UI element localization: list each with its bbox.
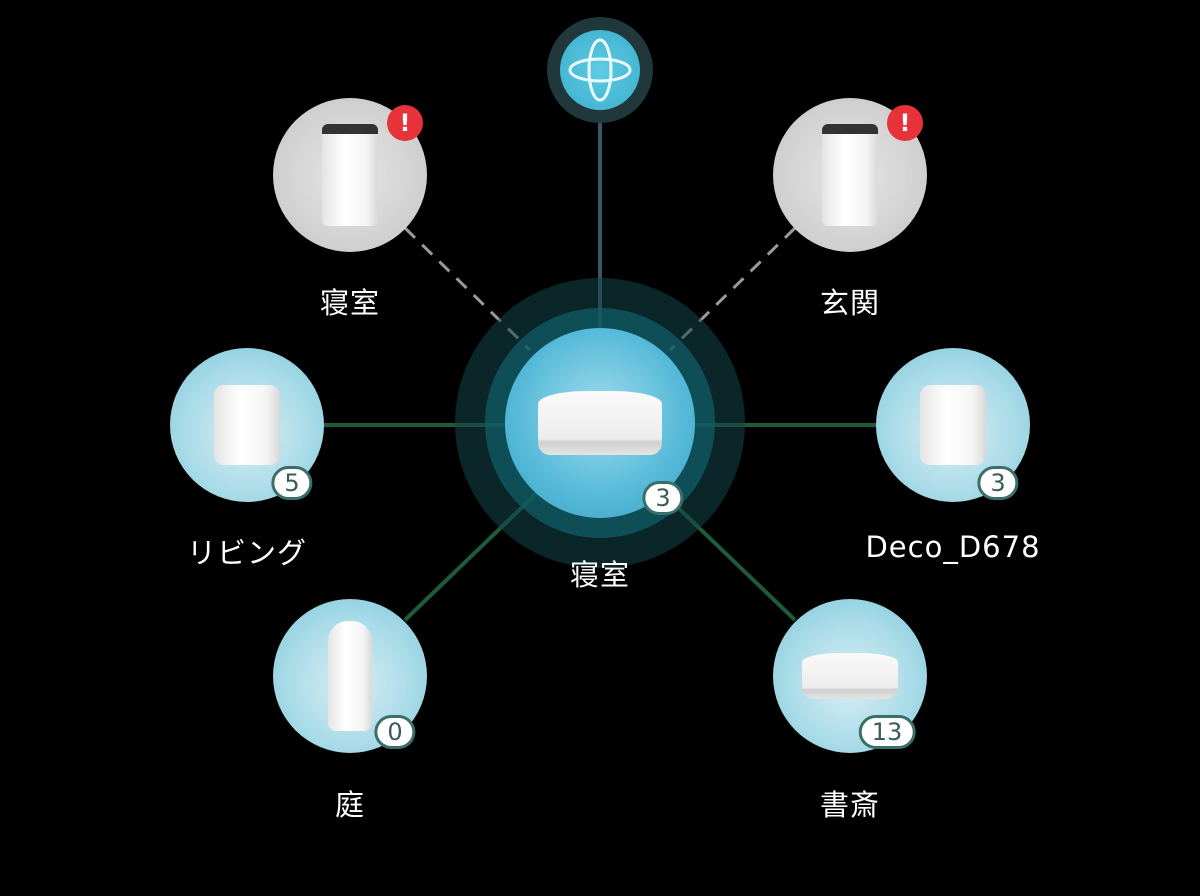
client-count-badge: 13 <box>858 715 916 749</box>
main-client-count: 3 <box>642 481 684 515</box>
main-node[interactable] <box>505 328 695 518</box>
satellite-label: 寝室 <box>319 286 381 320</box>
satellite-label: リビング <box>186 536 308 570</box>
client-count-badge: 5 <box>271 466 313 500</box>
tower-router-image <box>322 124 378 226</box>
satellite-label: 庭 <box>334 788 366 822</box>
client-count-badge: 3 <box>977 466 1019 500</box>
cylinder-router-image <box>328 621 372 731</box>
satellite-label: 書斎 <box>819 788 881 822</box>
globe-icon <box>560 30 640 110</box>
alert-icon: ! <box>887 105 923 141</box>
cube-router-image <box>920 385 986 465</box>
internet-node[interactable] <box>547 17 653 123</box>
satellite-label: Deco_D678 <box>865 530 1041 564</box>
alert-icon: ! <box>387 105 423 141</box>
router-puck-image <box>802 653 898 699</box>
tower-router-image <box>822 124 878 226</box>
main-node-label: 寝室 <box>569 558 631 592</box>
router-puck-image <box>538 391 662 455</box>
satellite-label: 玄関 <box>819 286 881 320</box>
client-count-badge: 0 <box>374 715 416 749</box>
cube-router-image <box>214 385 280 465</box>
